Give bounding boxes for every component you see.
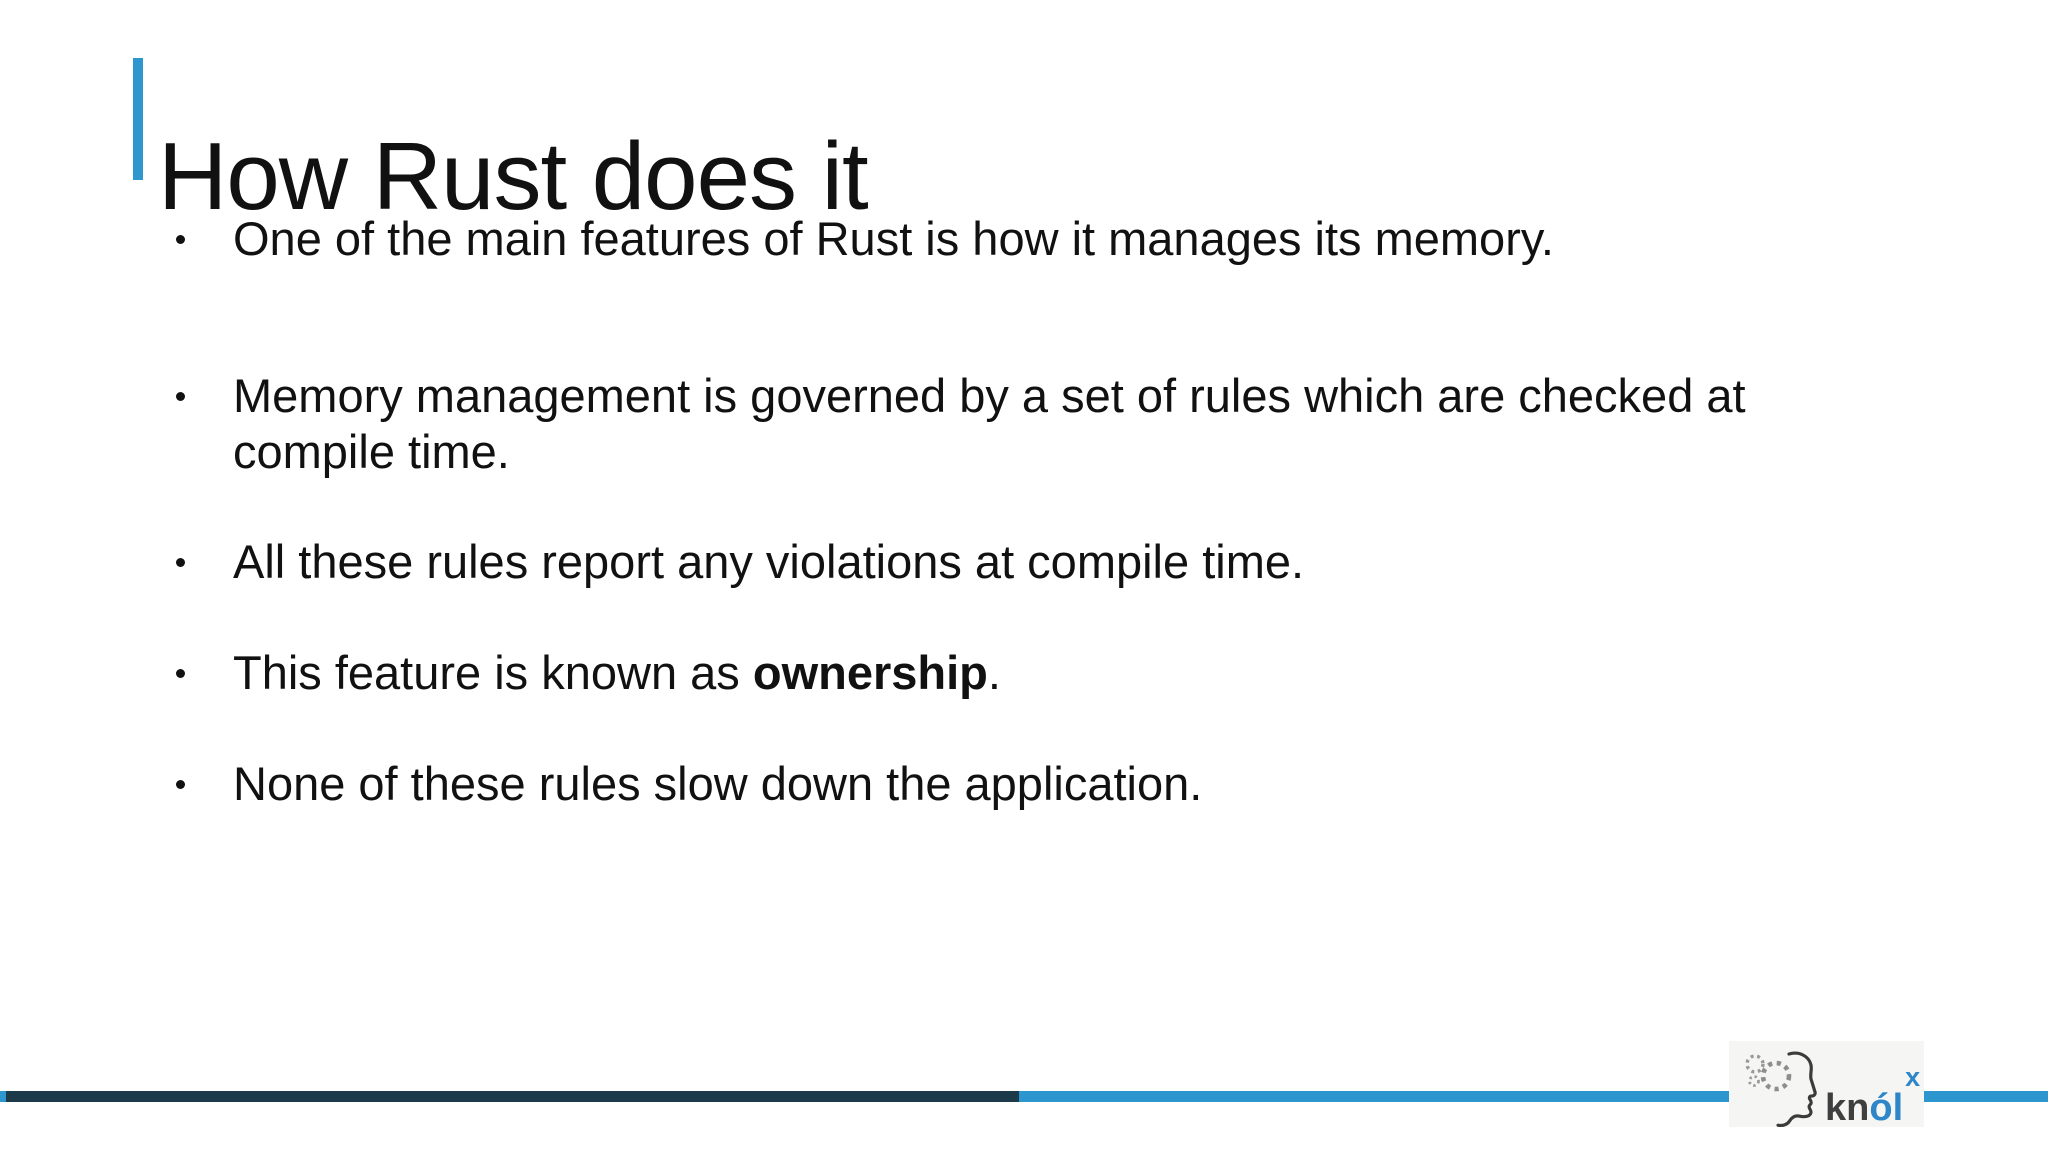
bullet-icon <box>176 780 185 789</box>
footer-divider-line <box>0 1091 2048 1102</box>
bullet-text-bold: ownership <box>752 646 988 699</box>
bullet-item: Memory management is governed by a set o… <box>176 368 1746 480</box>
head-profile-icon <box>1745 1051 1817 1127</box>
knolx-logo: knólx <box>1729 1041 1924 1130</box>
bullet-item: This feature is known as ownership. <box>176 645 1001 701</box>
bullet-text-prefix: This feature is known as <box>233 646 753 699</box>
bullet-icon <box>176 669 185 678</box>
bullet-text: Memory management is governed by a set o… <box>233 369 1746 478</box>
bullet-icon <box>176 558 185 567</box>
bullet-item: One of the main features of Rust is how … <box>176 211 1554 267</box>
page-title: How Rust does it <box>158 123 869 231</box>
bullet-icon <box>176 392 185 401</box>
footer-divider-dark-segment <box>6 1091 1019 1102</box>
title-accent-bar <box>133 58 143 180</box>
bullet-item: All these rules report any violations at… <box>176 534 1304 590</box>
logo-superscript-x: x <box>1905 1062 1921 1092</box>
logo-wordmark: knólx <box>1825 1062 1920 1130</box>
logo-text-kn: kn <box>1825 1087 1870 1129</box>
bullet-text: One of the main features of Rust is how … <box>233 212 1554 265</box>
bullet-text: This feature is known as ownership. <box>233 645 1001 701</box>
bullet-icon <box>176 235 185 244</box>
bullet-text-suffix: . <box>987 646 1001 699</box>
bullet-item: None of these rules slow down the applic… <box>176 756 1202 812</box>
bullet-text: None of these rules slow down the applic… <box>233 757 1203 810</box>
logo-text-ol: ól <box>1869 1087 1904 1129</box>
bullet-text: All these rules report any violations at… <box>233 535 1305 588</box>
